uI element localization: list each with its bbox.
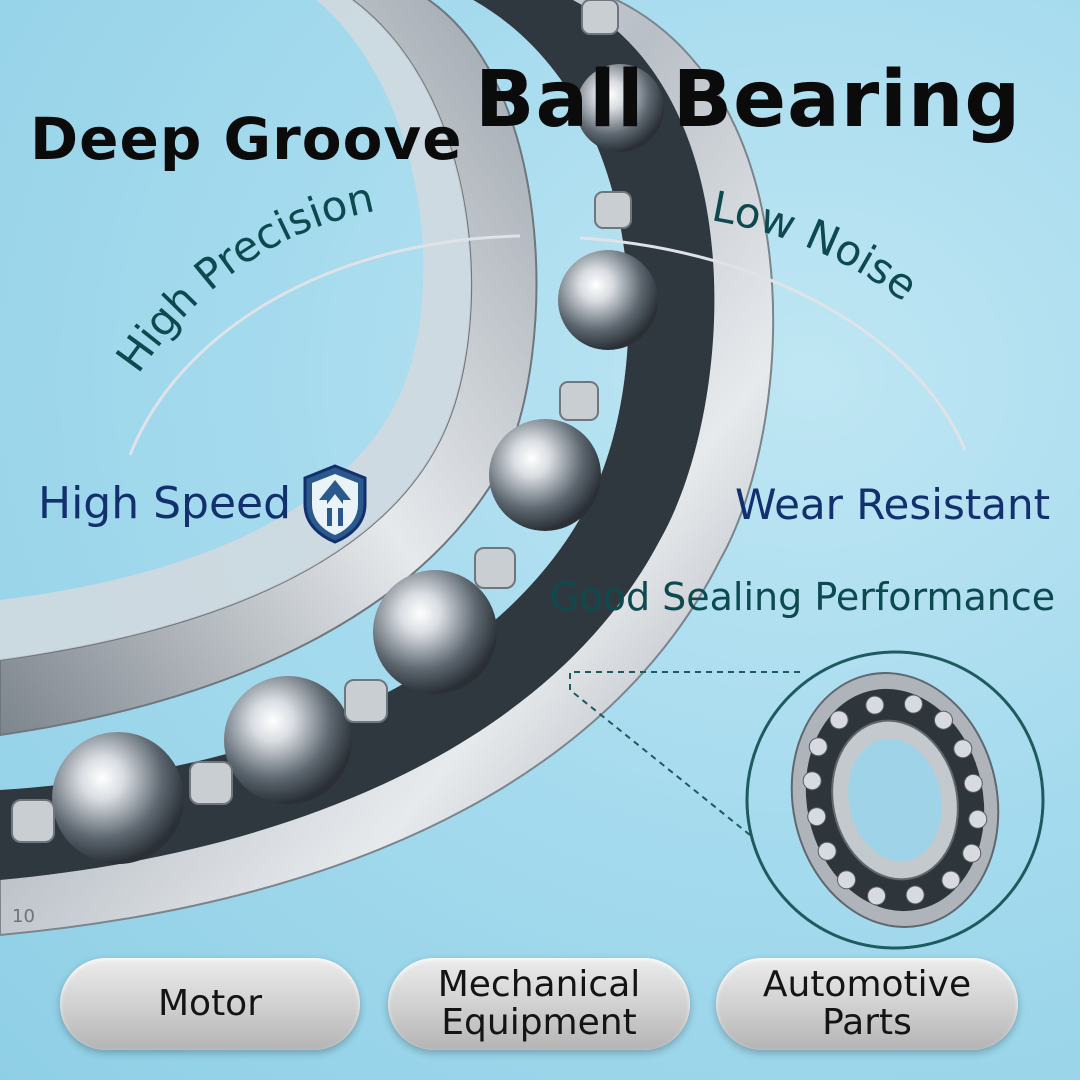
ball [224, 676, 352, 804]
application-motor: Motor [60, 958, 360, 1050]
ball [52, 732, 184, 864]
title-line-1: Deep Groove [30, 105, 463, 173]
ball-set [52, 64, 664, 864]
detail-circle [745, 650, 1045, 950]
feature-wear-resistant: Wear Resistant [735, 480, 1051, 529]
ball [373, 570, 497, 694]
application-label: Mechanical Equipment [437, 964, 641, 1043]
small-bearing [790, 672, 1000, 928]
ball [489, 419, 601, 531]
precision-arc [128, 234, 521, 456]
ball [576, 64, 664, 152]
application-label: Automotive Parts [762, 964, 972, 1043]
shield-arrow-icon [303, 464, 367, 544]
feature-good-sealing: Good Sealing Performance [550, 575, 1056, 619]
cage-groove [0, 0, 715, 880]
cage-rivets [11, 0, 632, 843]
callout-line [569, 671, 800, 836]
ball [558, 250, 658, 350]
feature-high-precision: High Precision [106, 173, 378, 381]
application-label: Motor [157, 983, 263, 1024]
application-automotive-parts: Automotive Parts [716, 958, 1018, 1050]
application-mechanical-equipment: Mechanical Equipment [388, 958, 690, 1050]
ring-marking: 10 [12, 906, 35, 927]
feature-high-speed: High Speed [38, 478, 292, 529]
title-line-2: Ball Bearing [475, 55, 1022, 145]
noise-arc [579, 236, 967, 451]
